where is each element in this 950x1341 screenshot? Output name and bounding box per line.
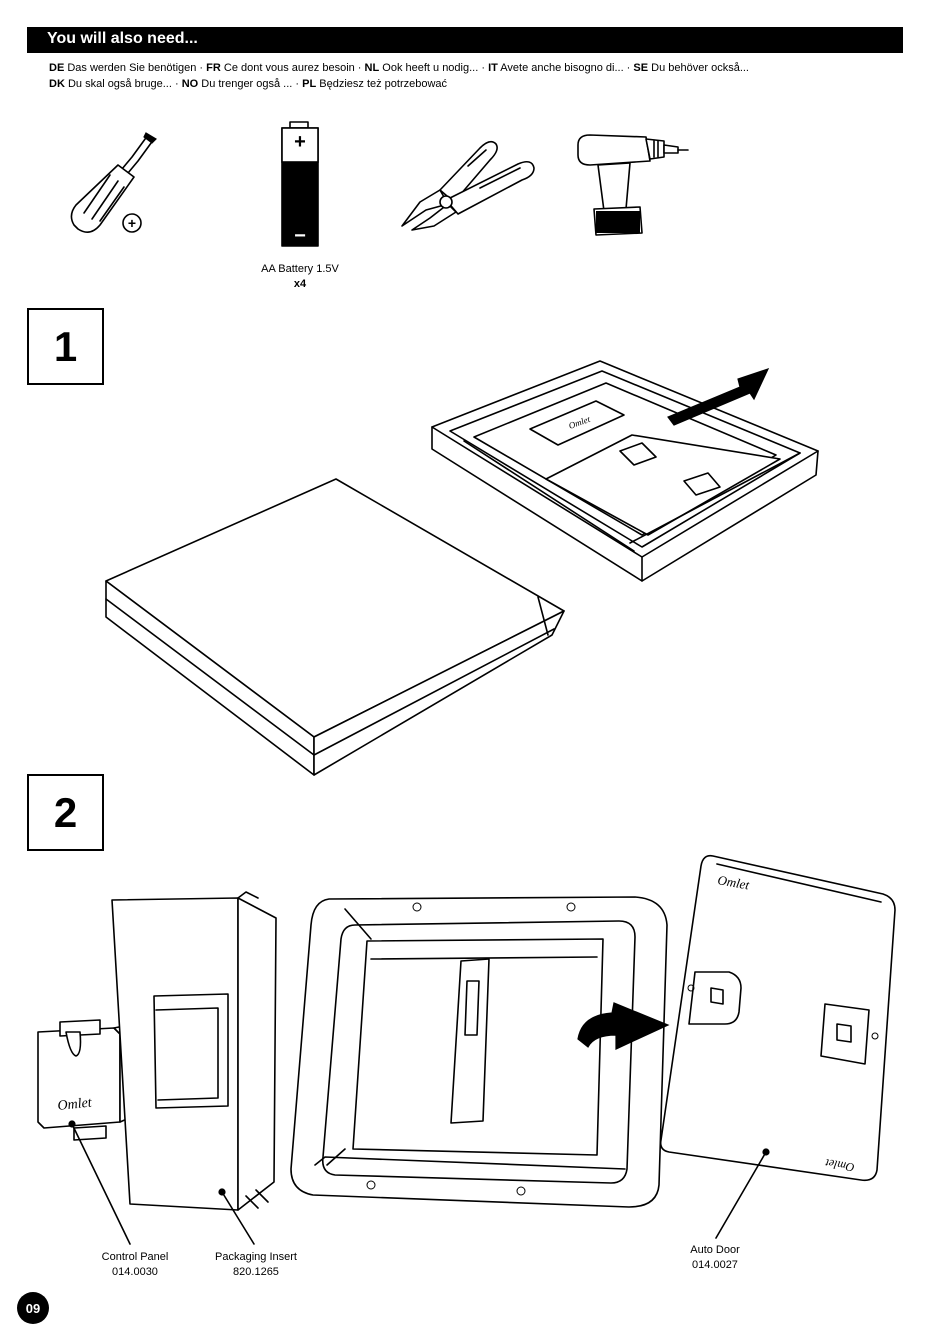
lang-code-dk: DK [49,78,65,90]
drill-icon [577,134,689,236]
header-bar: You will also need... [27,27,903,53]
lang-text-nl: Ook heeft u nodig... · [382,62,489,74]
lang-text-de: Das werden Sie benötigen · [67,62,207,74]
auto-door-code: 014.0027 [692,1259,738,1271]
step-2-box: 2 [27,774,104,851]
open-box-illustration: Omlet [431,360,819,582]
battery-caption: AA Battery 1.5V x4 [235,262,365,292]
rotate-arrow-icon [575,1002,670,1053]
control-panel-caption: Control Panel 014.0030 [80,1250,190,1280]
door-frame-illustration [290,896,668,1208]
language-line-2: DK Du skal også bruge... · NO Du trenger… [49,78,447,90]
auto-door-logo: Omlet [716,872,750,892]
auto-door-illustration: Omlet Omlet [659,854,896,1182]
lang-text-no: Du trenger også ... · [201,78,303,90]
battery-plus-sign: + [294,131,306,153]
screwdriver-icon: + [70,132,157,233]
battery-label: AA Battery 1.5V [261,263,339,275]
header-title: You will also need... [47,30,198,47]
battery-minus-sign: − [294,225,306,247]
language-line-1: DE Das werden Sie benötigen · FR Ce dont… [49,62,749,74]
packaging-insert-illustration [111,891,277,1211]
packaging-insert-code: 820.1265 [233,1266,279,1278]
step-1-box: 1 [27,308,104,385]
lang-text-it: Avete anche bisogno di... · [500,62,634,74]
control-panel-name: Control Panel [101,1251,169,1263]
lang-code-fr: FR [206,62,221,74]
lang-text-fr: Ce dont vous aurez besoin · [223,62,365,74]
closed-box-illustration [105,478,565,776]
lang-text-pl: Będziesz też potrzebować [319,78,448,90]
battery-quantity: x4 [293,278,307,290]
lang-text-se: Du behöver också... [651,62,749,74]
auto-door-logo-rotated: Omlet [824,1156,856,1175]
auto-door-caption: Auto Door 014.0027 [660,1243,770,1273]
lang-code-de: DE [49,62,65,74]
control-panel-code: 014.0030 [112,1266,158,1278]
lang-code-it: IT [488,62,498,74]
battery-icon: + − [281,121,319,247]
auto-door-name: Auto Door [690,1244,740,1256]
lang-code-nl: NL [364,62,380,74]
lang-text-dk: Du skal også bruge... · [67,78,182,90]
packaging-insert-caption: Packaging Insert 820.1265 [196,1250,316,1280]
wire-cutters-icon [401,140,535,231]
lang-code-pl: PL [302,78,317,90]
lang-code-se: SE [633,62,649,74]
lang-code-no: NO [181,78,199,90]
control-panel-logo: Omlet [57,1095,94,1114]
packaging-insert-name: Packaging Insert [215,1251,297,1263]
screwdriver-type-label: + [128,215,136,231]
page-number: 09 [17,1292,49,1324]
